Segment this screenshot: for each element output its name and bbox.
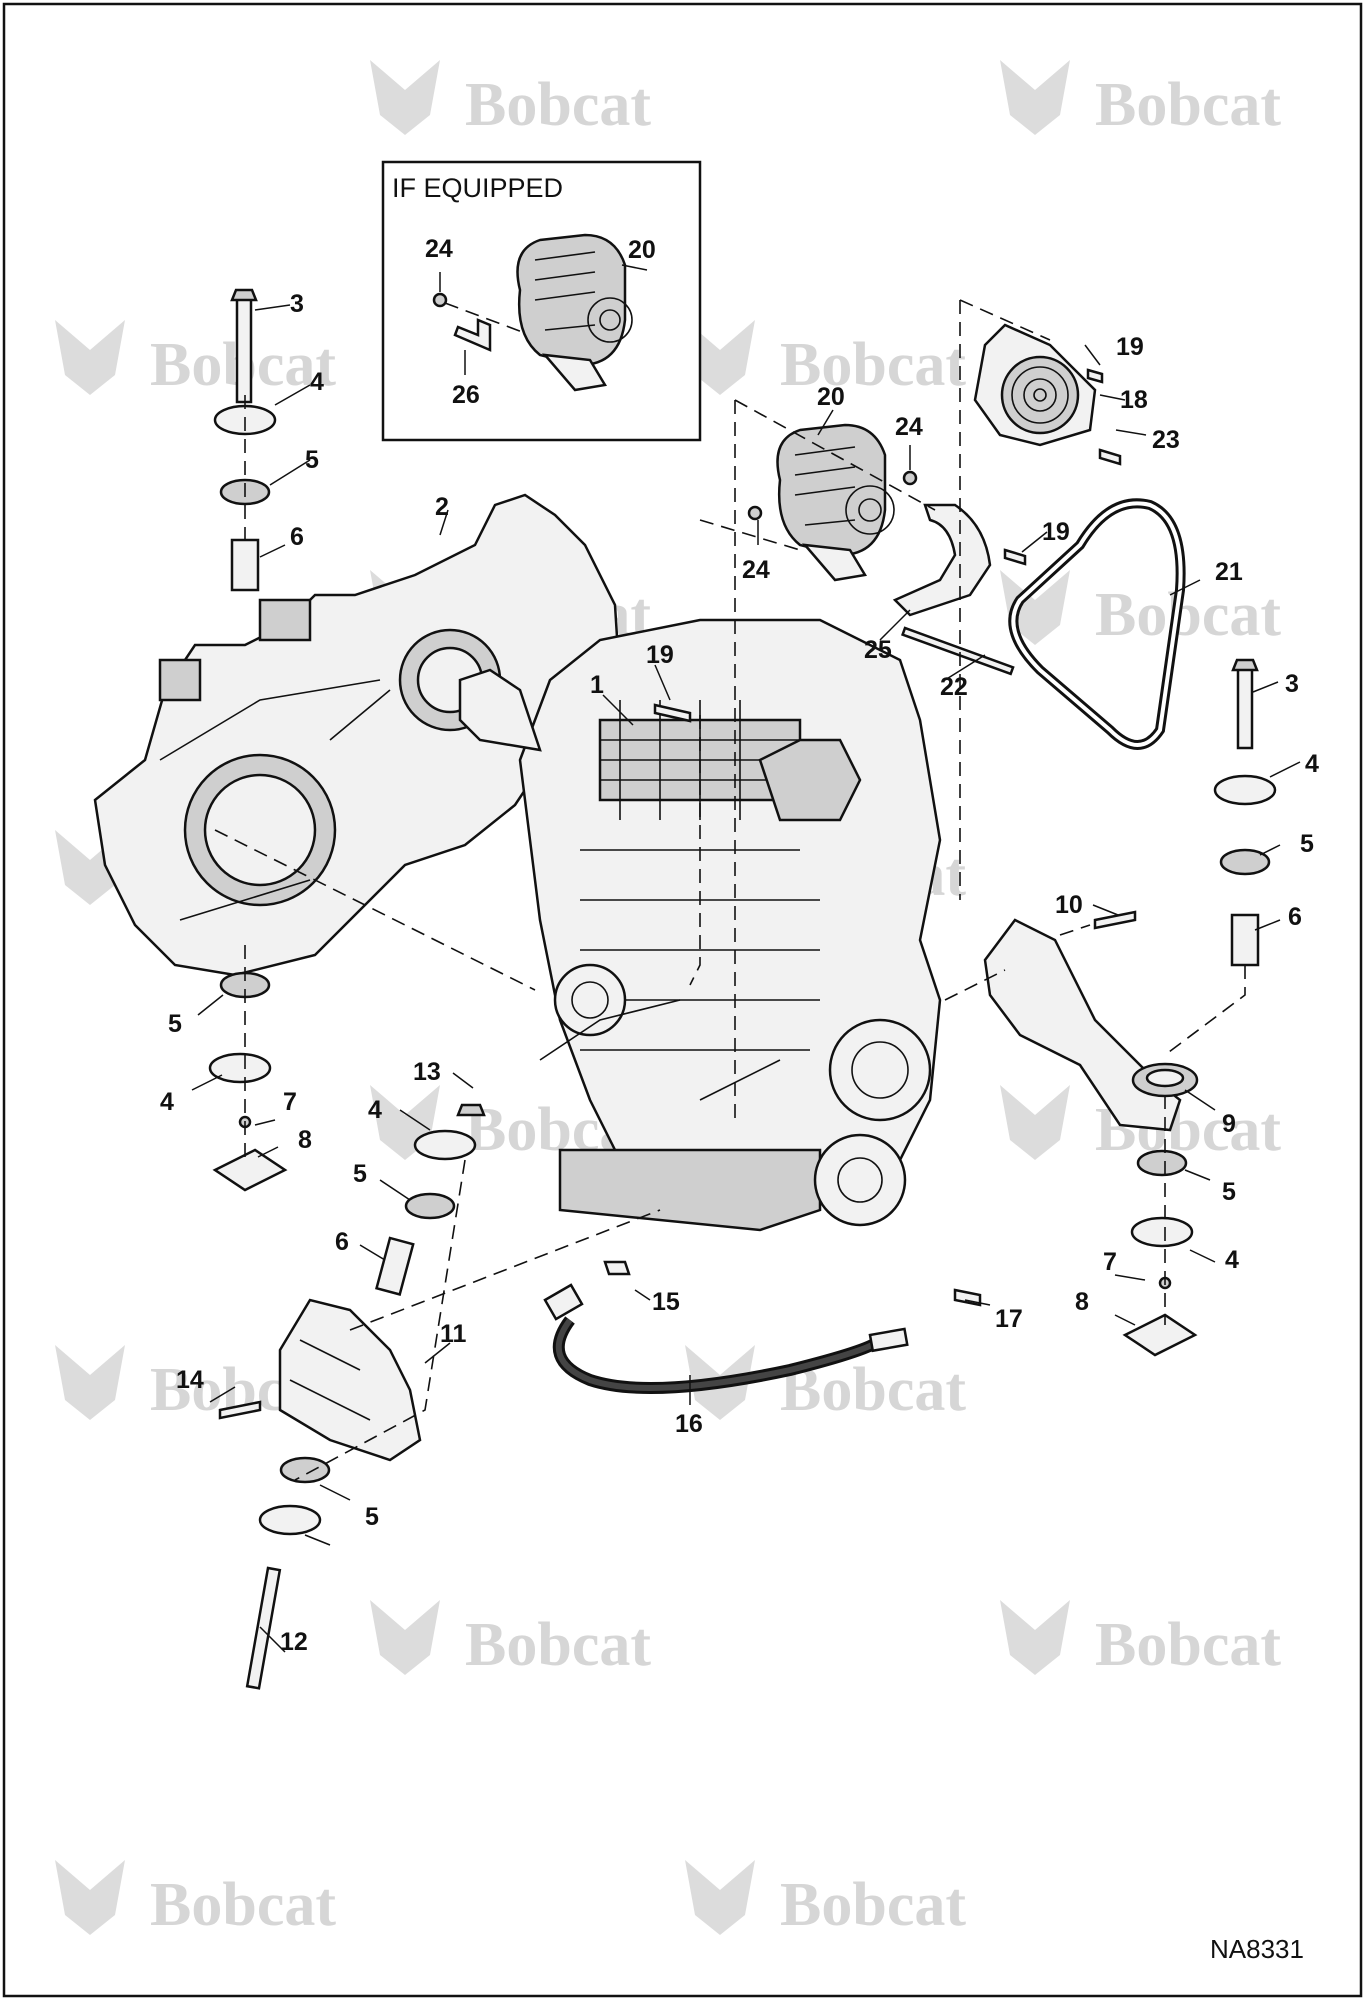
callout-2: 2: [435, 493, 449, 521]
watermark-text: Bobcat: [780, 1871, 966, 1939]
watermark-text: Bobcat: [465, 1611, 651, 1679]
callout-21: 21: [1215, 558, 1243, 586]
callout-17: 17: [995, 1305, 1023, 1333]
callout-19: 19: [1042, 518, 1070, 546]
watermark-text: Bobcat: [780, 331, 966, 399]
callout-6: 6: [335, 1228, 349, 1256]
callout-25: 25: [864, 636, 892, 664]
fastener-parts: [218, 368, 1137, 1420]
mount-stack-left-upper: [213, 288, 277, 592]
callout-11: 11: [440, 1320, 467, 1348]
callout-16: 16: [675, 1410, 703, 1438]
callout-8: 8: [298, 1126, 312, 1154]
callout-18: 18: [1120, 386, 1148, 414]
mount-stack-front: [245, 1103, 486, 1690]
watermark-text: Bobcat: [150, 1871, 336, 1939]
inset-bracket-icon: [453, 318, 492, 352]
callout-24: 24: [425, 235, 453, 263]
oil-drain-hose: [543, 1283, 909, 1394]
inset-nut-icon: [432, 292, 448, 308]
watermark-text: Bobcat: [465, 71, 651, 139]
assembly-lines: [214, 299, 1246, 1481]
watermark-text: Bobcat: [1095, 1611, 1281, 1679]
callout-4: 4: [368, 1096, 382, 1124]
drawing-code: NA8331: [1210, 1934, 1304, 1964]
if-equipped-inset: IF EQUIPPED: [381, 160, 702, 442]
callout-22: 22: [940, 673, 968, 701]
callout-5: 5: [353, 1160, 367, 1188]
callout-13: 13: [413, 1058, 441, 1086]
callout-7: 7: [1103, 1248, 1117, 1276]
engine-assembly: [458, 618, 942, 1232]
callout-24: 24: [742, 556, 770, 584]
callout-19: 19: [646, 641, 674, 669]
left-front-mount-bracket: [278, 1298, 422, 1462]
callout-5: 5: [305, 446, 319, 474]
right-mount-bracket: [983, 918, 1199, 1132]
inset-alternator-icon: [516, 233, 633, 392]
callout-4: 4: [160, 1088, 174, 1116]
callout-6: 6: [1288, 903, 1302, 931]
callout-3: 3: [1285, 670, 1299, 698]
callout-26: 26: [452, 381, 480, 409]
callout-7: 7: [283, 1088, 297, 1116]
callout-23: 23: [1152, 426, 1180, 454]
callout-20: 20: [628, 236, 656, 264]
mount-stack-left-lower: [208, 971, 288, 1192]
callout-4: 4: [1305, 750, 1319, 778]
callout-12: 12: [280, 1628, 308, 1656]
callout-9: 9: [1222, 1110, 1236, 1138]
callout-5: 5: [1222, 1178, 1236, 1206]
callout-6: 6: [290, 523, 304, 551]
mount-stack-right-upper: [1213, 658, 1277, 967]
pin: [901, 626, 1015, 676]
idler-pulley: [973, 323, 1097, 447]
leader-lines: [191, 264, 1301, 1653]
callouts: 1 2 3 3 4 4 4 4 4 5 5 5 5 5 5 6 6 6 7 7 …: [160, 235, 1319, 1656]
callout-5: 5: [365, 1503, 379, 1531]
watermark-text: Bobcat: [1095, 581, 1281, 649]
callout-1: 1: [590, 671, 604, 699]
callout-8: 8: [1075, 1288, 1089, 1316]
adjusting-bracket: [892, 503, 992, 617]
callout-20: 20: [817, 383, 845, 411]
alternator: [776, 423, 895, 582]
callout-19: 19: [1116, 333, 1144, 361]
callout-10: 10: [1055, 891, 1083, 919]
callout-4: 4: [310, 368, 324, 396]
callout-24: 24: [895, 413, 923, 441]
callout-4: 4: [1225, 1246, 1239, 1274]
callout-5: 5: [168, 1010, 182, 1038]
callout-5: 5: [1300, 830, 1314, 858]
mount-stack-right-lower: [1122, 1149, 1198, 1357]
watermark-text: Bobcat: [1095, 71, 1281, 139]
inset-title: IF EQUIPPED: [392, 173, 563, 203]
callout-3: 3: [290, 290, 304, 318]
callout-15: 15: [652, 1288, 680, 1316]
callout-14: 14: [176, 1366, 204, 1394]
